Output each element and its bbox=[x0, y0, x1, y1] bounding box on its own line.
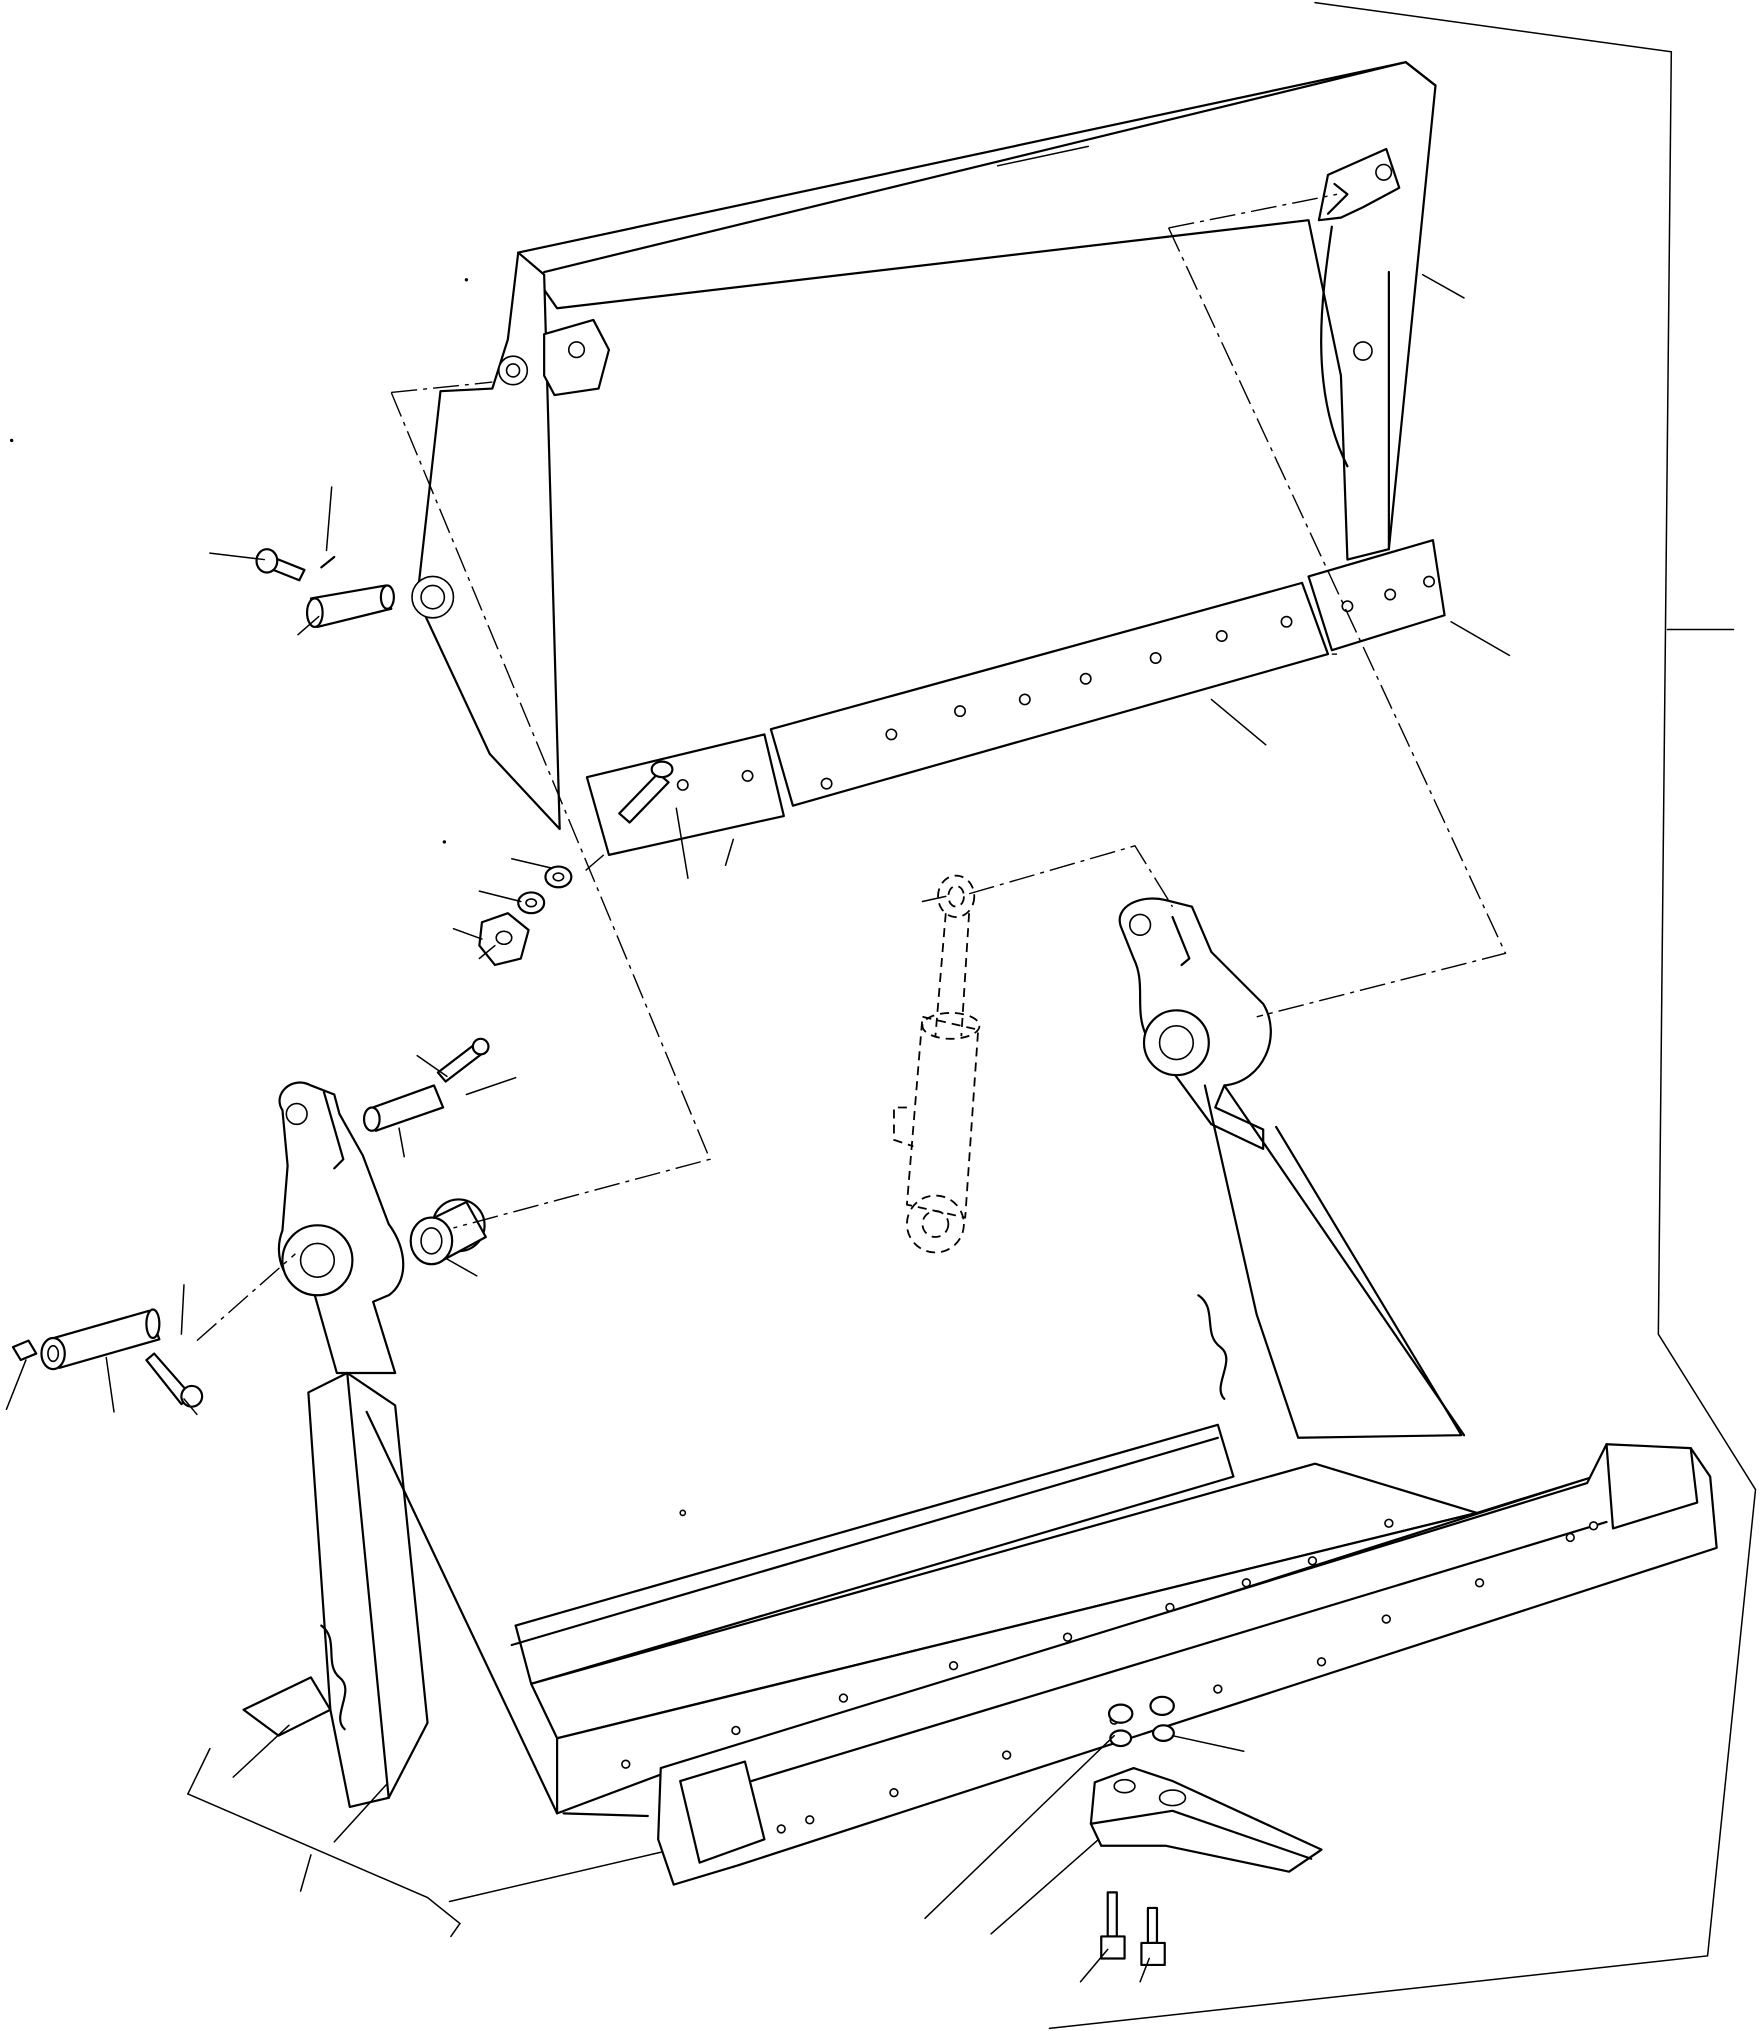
tooth bbox=[1091, 1768, 1322, 1872]
center-lines bbox=[197, 194, 1506, 1340]
back-plate bbox=[518, 62, 1435, 559]
left-arm bbox=[279, 1083, 403, 1373]
left-side-plate bbox=[412, 253, 560, 829]
specks bbox=[9, 278, 469, 844]
nuts-washers-left bbox=[479, 867, 571, 965]
wear-strip-left bbox=[587, 734, 784, 854]
bucket-body bbox=[244, 1295, 1594, 1816]
hydraulic-cylinder bbox=[894, 876, 980, 1253]
bushings bbox=[411, 1199, 486, 1264]
pivot-pins-upper bbox=[257, 549, 394, 627]
wear-strip-right bbox=[1309, 540, 1445, 650]
grease-fitting bbox=[13, 1341, 36, 1360]
upper-left-ear bbox=[544, 320, 609, 395]
strip-bolt bbox=[619, 762, 672, 823]
wear-strip-center bbox=[771, 583, 1328, 806]
right-arm bbox=[1120, 899, 1464, 1438]
frame-outline bbox=[1049, 3, 1755, 2029]
leader-lines bbox=[6, 275, 1509, 1982]
bolts bbox=[1101, 1892, 1164, 1965]
nuts-washers-edge bbox=[1109, 1697, 1174, 1746]
pivot-pins-lower bbox=[41, 1039, 488, 1407]
upper-right-bracket bbox=[1319, 149, 1399, 466]
cutting-edge bbox=[658, 1444, 1716, 1884]
